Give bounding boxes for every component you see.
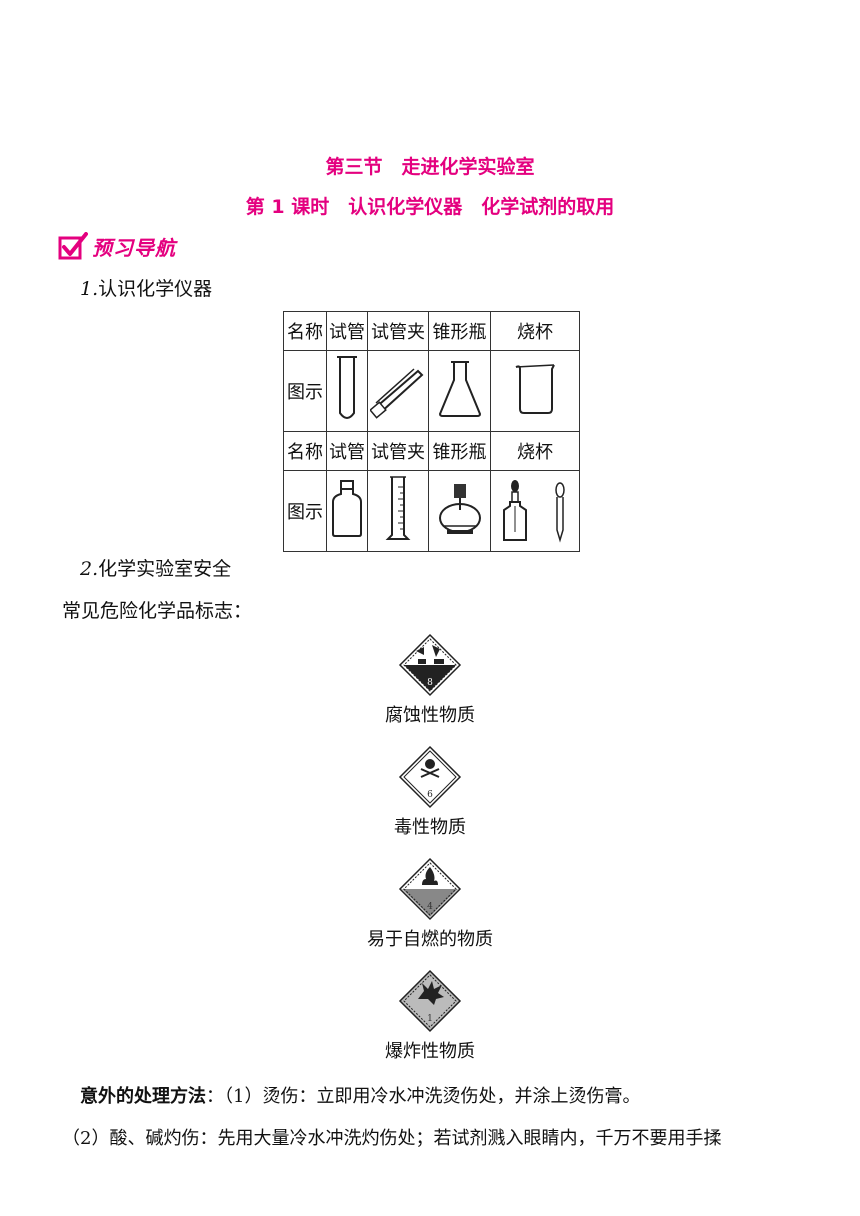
reagent-bottle-icon [332, 479, 362, 537]
sign-caption: 腐蚀性物质 [385, 705, 475, 726]
instrument-table: 名称 试管 试管夹 锥形瓶 烧杯 图示 [283, 311, 580, 552]
sign-class-number: 8 [427, 678, 433, 688]
test-tube-holder-icon [369, 367, 424, 419]
explosive-sign-icon: 1 [398, 969, 462, 1033]
sign-class-number: 6 [427, 790, 433, 800]
signs-label: 常见危险化学品标志： [62, 600, 253, 622]
image-label: 图示 [283, 350, 327, 432]
corrosive-sign-icon: 8 [398, 633, 462, 697]
instrument-image [490, 350, 580, 432]
lesson-title: 第 1 课时 认识化学仪器 化学试剂的取用 [245, 196, 615, 218]
instrument-image [428, 470, 491, 552]
accident-line2: （2）酸、碱灼伤：先用大量冷水冲洗灼伤处；若试剂溅入眼睛内，千万不要用手揉 [62, 1128, 722, 1149]
graduated-cylinder-icon [385, 475, 411, 540]
instrument-image [490, 470, 580, 552]
sign-caption: 爆炸性物质 [385, 1041, 475, 1062]
hazard-sign-toxic: 6 毒性物质 [0, 745, 860, 839]
instrument-image [326, 470, 368, 552]
sign-caption: 易于自燃的物质 [367, 929, 493, 950]
instrument-name: 烧杯 [490, 431, 580, 471]
sign-caption: 毒性物质 [394, 817, 466, 838]
name-label: 名称 [283, 431, 327, 471]
instrument-image [367, 470, 429, 552]
part1-number: 1. [80, 278, 99, 300]
part2-number: 2. [80, 558, 99, 580]
table-row: 名称 试管 试管夹 锥形瓶 烧杯 [283, 431, 580, 471]
instrument-name: 锥形瓶 [428, 311, 491, 351]
accident-line1: ：（1）烫伤：立即用冷水冲洗烫伤处，并涂上烫伤膏。 [206, 1086, 641, 1107]
beaker-icon [515, 363, 555, 414]
dropper-icon [555, 482, 565, 543]
accident-paragraph: 意外的处理方法：（1）烫伤：立即用冷水冲洗烫伤处，并涂上烫伤膏。 [80, 1082, 640, 1108]
instrument-image [367, 350, 429, 432]
conical-flask-icon [438, 360, 481, 417]
instrument-name: 烧杯 [490, 311, 580, 351]
table-row: 图示 [283, 470, 580, 552]
table-row: 名称 试管 试管夹 锥形瓶 烧杯 [283, 311, 580, 351]
test-tube-icon [337, 355, 357, 419]
sign-class-number: 4 [427, 902, 433, 912]
instrument-name: 试管 [326, 311, 368, 351]
table-row: 图示 [283, 350, 580, 432]
instrument-name: 锥形瓶 [428, 431, 491, 471]
instrument-name: 试管 [326, 431, 368, 471]
hazard-sign-explosive: 1 爆炸性物质 [0, 969, 860, 1063]
dropper-bottle-icon [503, 480, 528, 541]
preview-banner: 预习导航 [58, 231, 176, 261]
instrument-image [326, 350, 368, 432]
checkbox-check-icon [58, 232, 88, 260]
hazard-sign-flammable: 4 易于自燃的物质 [0, 857, 860, 951]
banner-label: 预习导航 [92, 235, 176, 260]
flammable-sign-icon: 4 [398, 857, 462, 921]
toxic-sign-icon: 6 [398, 745, 462, 809]
accident-label: 意外的处理方法 [80, 1086, 206, 1107]
part1-heading: 1.认识化学仪器 [80, 274, 212, 301]
hazard-sign-corrosive: 8 腐蚀性物质 [0, 633, 860, 727]
image-label: 图示 [283, 470, 327, 552]
instrument-name: 试管夹 [367, 311, 429, 351]
section-title: 第三节 走进化学实验室 [325, 156, 535, 178]
part1-text: 认识化学仪器 [98, 278, 213, 300]
name-label: 名称 [283, 311, 327, 351]
alcohol-lamp-icon [438, 483, 481, 534]
sign-class-number: 1 [427, 1014, 433, 1024]
instrument-name: 试管夹 [367, 431, 429, 471]
part2-heading: 2.化学实验室安全 [80, 554, 231, 581]
part2-text: 化学实验室安全 [98, 558, 232, 580]
instrument-image [428, 350, 491, 432]
